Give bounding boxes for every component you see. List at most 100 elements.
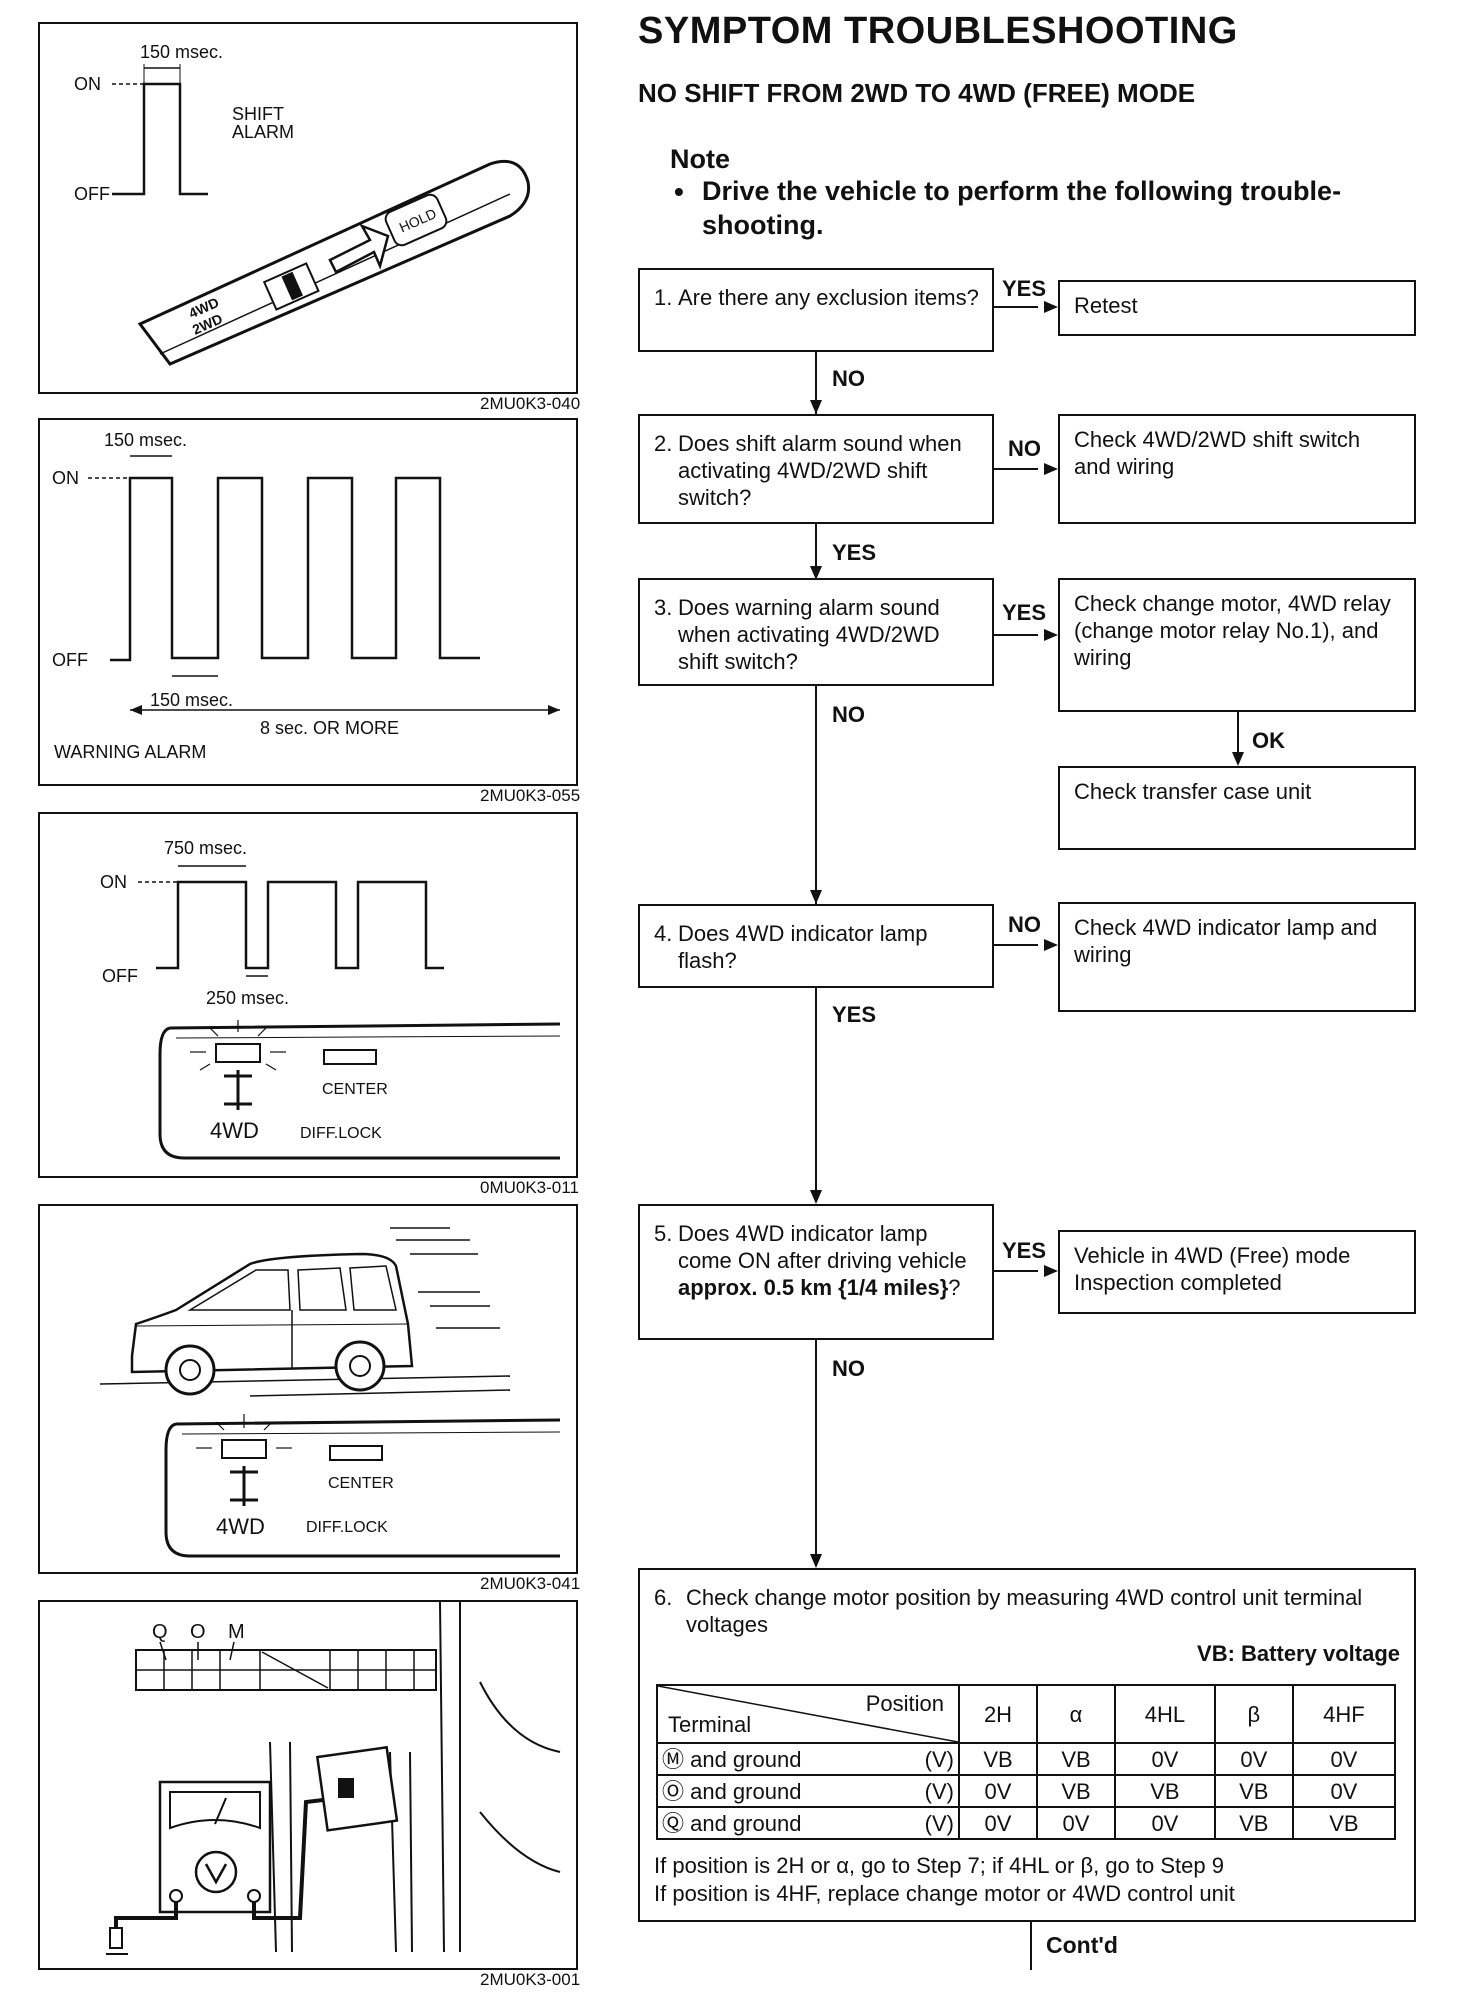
inspection-line1: Vehicle in 4WD (Free) mode [1074, 1243, 1351, 1268]
step1-no-arrow [810, 400, 822, 414]
step1-no-connector [815, 352, 817, 414]
page-title: SYMPTOM TROUBLESHOOTING [638, 10, 1238, 52]
table-header-row: Position Terminal 2H α 4HL β 4HF [656, 1684, 1397, 1744]
row-terminal-name: Ⓠ and ground [662, 1810, 802, 1836]
fig3-center-label: CENTER [322, 1081, 388, 1098]
table-cell: VB [958, 1742, 1038, 1776]
step6-instruction: Check change motor position by measuring… [686, 1585, 1363, 1637]
fig3-off-label: OFF [102, 966, 138, 986]
step1-yes-connector [994, 306, 1038, 308]
table-cell: VB [1036, 1774, 1116, 1808]
fig3-on-label: ON [100, 872, 127, 892]
table-cell: VB [1213, 1774, 1294, 1808]
row-terminal: Ⓞ and ground (V) [656, 1774, 960, 1808]
fig2-label: WARNING ALARM [54, 742, 206, 762]
step2-no-connector [994, 468, 1038, 470]
fig2-code: 2MU0K3-055 [480, 786, 581, 805]
step4-number: 4. [654, 921, 673, 946]
table-cell: 0V [1114, 1742, 1216, 1776]
step5-no-label: NO [832, 1356, 865, 1381]
flow-step3-box: 3. Does warning alarm sound when activat… [638, 578, 994, 686]
step2-yes-arrow [810, 566, 822, 580]
indicator-flash-illustration: 750 msec. ON OFF 250 msec. CENTER 4WD DI… [100, 838, 561, 1160]
step1-no-label: NO [832, 366, 865, 391]
corner-position-label: Position [865, 1691, 944, 1716]
step3-ok-arrow [1232, 752, 1244, 766]
step3-number: 3. [654, 595, 673, 620]
flow-step2-box: 2. Does shift alarm sound when activatin… [638, 414, 994, 524]
step5-yes-arrow [1044, 1265, 1058, 1277]
table-row: Ⓜ and ground(V) VB VB 0V 0V 0V [656, 1742, 1397, 1776]
fig1-time-label: 150 msec. [140, 42, 223, 62]
note-text-line1: Drive the vehicle to perform the followi… [702, 176, 1342, 206]
fig2-time-top: 150 msec. [104, 430, 187, 450]
step3-no-connector [815, 686, 817, 904]
check-transfer-case-text: Check transfer case unit [1074, 779, 1312, 804]
step4-question: Does 4WD indicator lamp flash? [678, 921, 928, 973]
contd-label: Cont'd [1046, 1932, 1118, 1958]
fig1-label2: ALARM [232, 122, 294, 142]
row-unit: (V) [924, 1746, 954, 1772]
terminal-voltage-table: Position Terminal 2H α 4HL β 4HF Ⓜ and g… [656, 1684, 1397, 1840]
col-header: β [1213, 1684, 1294, 1744]
step2-no-label: NO [1008, 436, 1041, 461]
step6-number: 6. [654, 1585, 673, 1610]
retest-text: Retest [1074, 293, 1138, 318]
step3-question: Does warning alarm sound when activating… [678, 595, 940, 674]
step4-no-connector [994, 944, 1038, 946]
table-cell: 0V [958, 1774, 1038, 1808]
row-unit: (V) [924, 1810, 954, 1836]
figure-vehicle-driving: CENTER 4WD DIFF.LOCK [38, 1204, 578, 1574]
fig3-diff-label: DIFF.LOCK [300, 1125, 382, 1142]
step4-no-arrow [1044, 939, 1058, 951]
table-cell: VB [1291, 1806, 1397, 1840]
measurement-illustration: Q O M [106, 1601, 561, 1955]
fig4-diff-label: DIFF.LOCK [306, 1519, 388, 1536]
figure-warning-alarm: 150 msec. ON OFF 150 msec. 8 sec. OR MOR… [38, 418, 578, 786]
fig1-off-label: OFF [74, 184, 110, 204]
step3-no-label: NO [832, 702, 865, 727]
step2-yes-label: YES [832, 540, 877, 565]
table-cell: VB [1036, 1742, 1116, 1776]
page-subtitle: NO SHIFT FROM 2WD TO 4WD (FREE) MODE [638, 78, 1196, 108]
table-cell: 0V [1114, 1806, 1216, 1840]
fig5-code: 2MU0K3-001 [480, 1970, 581, 1989]
fig4-4wd-label: 4WD [216, 1514, 265, 1539]
flow-step1-box: 1. Are there any exclusion items? [638, 268, 994, 352]
corner-terminal-label: Terminal [668, 1712, 752, 1737]
flow-inspection-completed-box: Vehicle in 4WD (Free) mode Inspection co… [1058, 1230, 1416, 1314]
fig5-term-o: O [190, 1621, 206, 1643]
row-terminal-name: Ⓞ and ground [662, 1778, 802, 1804]
table-cell: VB [1114, 1774, 1216, 1808]
step3-yes-connector [994, 634, 1038, 636]
table-cell: 0V [1213, 1742, 1294, 1776]
corner-diagonal [658, 1686, 958, 1742]
fig5-term-q: Q [152, 1621, 168, 1643]
fig5-term-m: M [228, 1621, 245, 1643]
warning-alarm-waveform: 150 msec. ON OFF 150 msec. 8 sec. OR MOR… [52, 430, 560, 762]
contd-divider [1030, 1920, 1032, 1970]
step3-no-arrow [810, 890, 822, 904]
fig3-code: 0MU0K3-011 [480, 1178, 579, 1197]
step5-no-arrow [810, 1554, 822, 1568]
flow-check-indicator-lamp-box: Check 4WD indicator lamp and wiring [1058, 902, 1416, 1012]
col-header: 4HF [1291, 1684, 1397, 1744]
flow-step6-box: 6. Check change motor position by measur… [638, 1568, 1416, 1922]
table-row: Ⓞ and ground(V) 0V VB VB VB 0V [656, 1774, 1397, 1808]
step6-footer-line2: If position is 4HF, replace change motor… [654, 1881, 1235, 1906]
inspection-line2: Inspection completed [1074, 1270, 1282, 1295]
fig2-off-label: OFF [52, 650, 88, 670]
row-unit: (V) [924, 1778, 954, 1804]
step5-no-connector [815, 1340, 817, 1566]
note-text-line2: shooting. [702, 210, 824, 240]
check-change-motor-text: Check change motor, 4WD relay (change mo… [1074, 591, 1391, 670]
note-heading: Note [670, 144, 730, 174]
step5-question-distance: approx. 0.5 km {1/4 miles} [678, 1275, 949, 1300]
step1-number: 1. [654, 285, 673, 310]
step5-number: 5. [654, 1221, 673, 1246]
step1-question: Are there any exclusion items? [678, 285, 979, 310]
step2-number: 2. [654, 431, 673, 456]
step4-no-label: NO [1008, 912, 1041, 937]
fig3-4wd-label: 4WD [210, 1118, 259, 1143]
col-header: α [1036, 1684, 1116, 1744]
